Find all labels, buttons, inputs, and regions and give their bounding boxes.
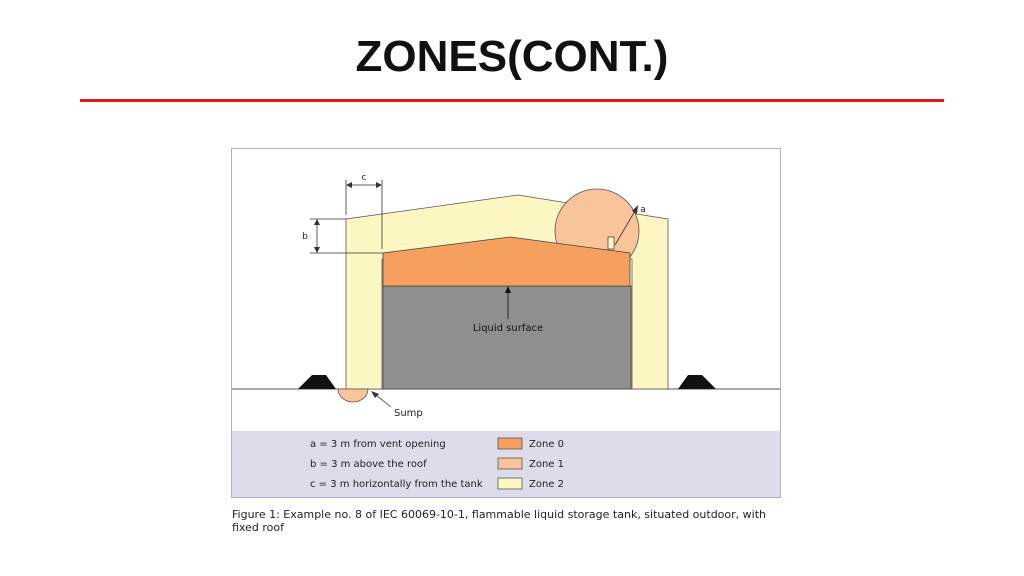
- figure-frame: c b a Liquid surface Sump a = 3 m from v…: [231, 148, 781, 498]
- legend-swatch-zone-0: [497, 437, 523, 450]
- legend-definition-c: c = 3 m horizontally from the tank: [310, 479, 483, 490]
- ground-area: [232, 389, 780, 431]
- dim-c-label: c: [362, 173, 367, 183]
- tank-liquid: [382, 285, 632, 390]
- sump-arrow: [371, 391, 379, 398]
- dim-a-line: [614, 210, 636, 246]
- dim-b-arrow-top: [314, 219, 320, 225]
- liquid-surface-arrow: [505, 286, 511, 293]
- dim-c-arrow-right: [376, 182, 382, 188]
- figure-caption: Figure 1: Example no. 8 of IEC 60069-10-…: [232, 508, 766, 534]
- legend-definition-b: b = 3 m above the roof: [310, 459, 427, 470]
- sump-label: Sump: [394, 408, 423, 419]
- dim-b-label: b: [302, 232, 308, 242]
- dim-b-arrow-bottom: [314, 247, 320, 253]
- sump-zone: [337, 388, 369, 403]
- dike-wall-left: [298, 375, 336, 389]
- legend-swatch-zone-2: [497, 477, 523, 490]
- legend-label-zone-0: Zone 0: [529, 439, 564, 450]
- title-underline: [80, 99, 944, 102]
- vent-pipe: [607, 236, 615, 250]
- dim-c-arrow-left: [346, 182, 352, 188]
- liquid-surface-label: Liquid surface: [473, 323, 543, 334]
- slide-title: ZONES(CONT.): [355, 32, 669, 81]
- legend-label-zone-1: Zone 1: [529, 459, 564, 470]
- legend-definition-a: a = 3 m from vent opening: [310, 439, 446, 450]
- legend-label-zone-2: Zone 2: [529, 479, 564, 490]
- zone-0-vapour-space: [382, 236, 631, 287]
- dim-a-arrow: [632, 205, 638, 214]
- dike-wall-right: [678, 375, 716, 389]
- sump-pointer: [375, 394, 392, 408]
- legend-swatch-zone-1: [497, 457, 523, 470]
- dim-a-label: a: [640, 205, 646, 215]
- zone-diagram: c b a Liquid surface Sump a = 3 m from v…: [232, 173, 780, 497]
